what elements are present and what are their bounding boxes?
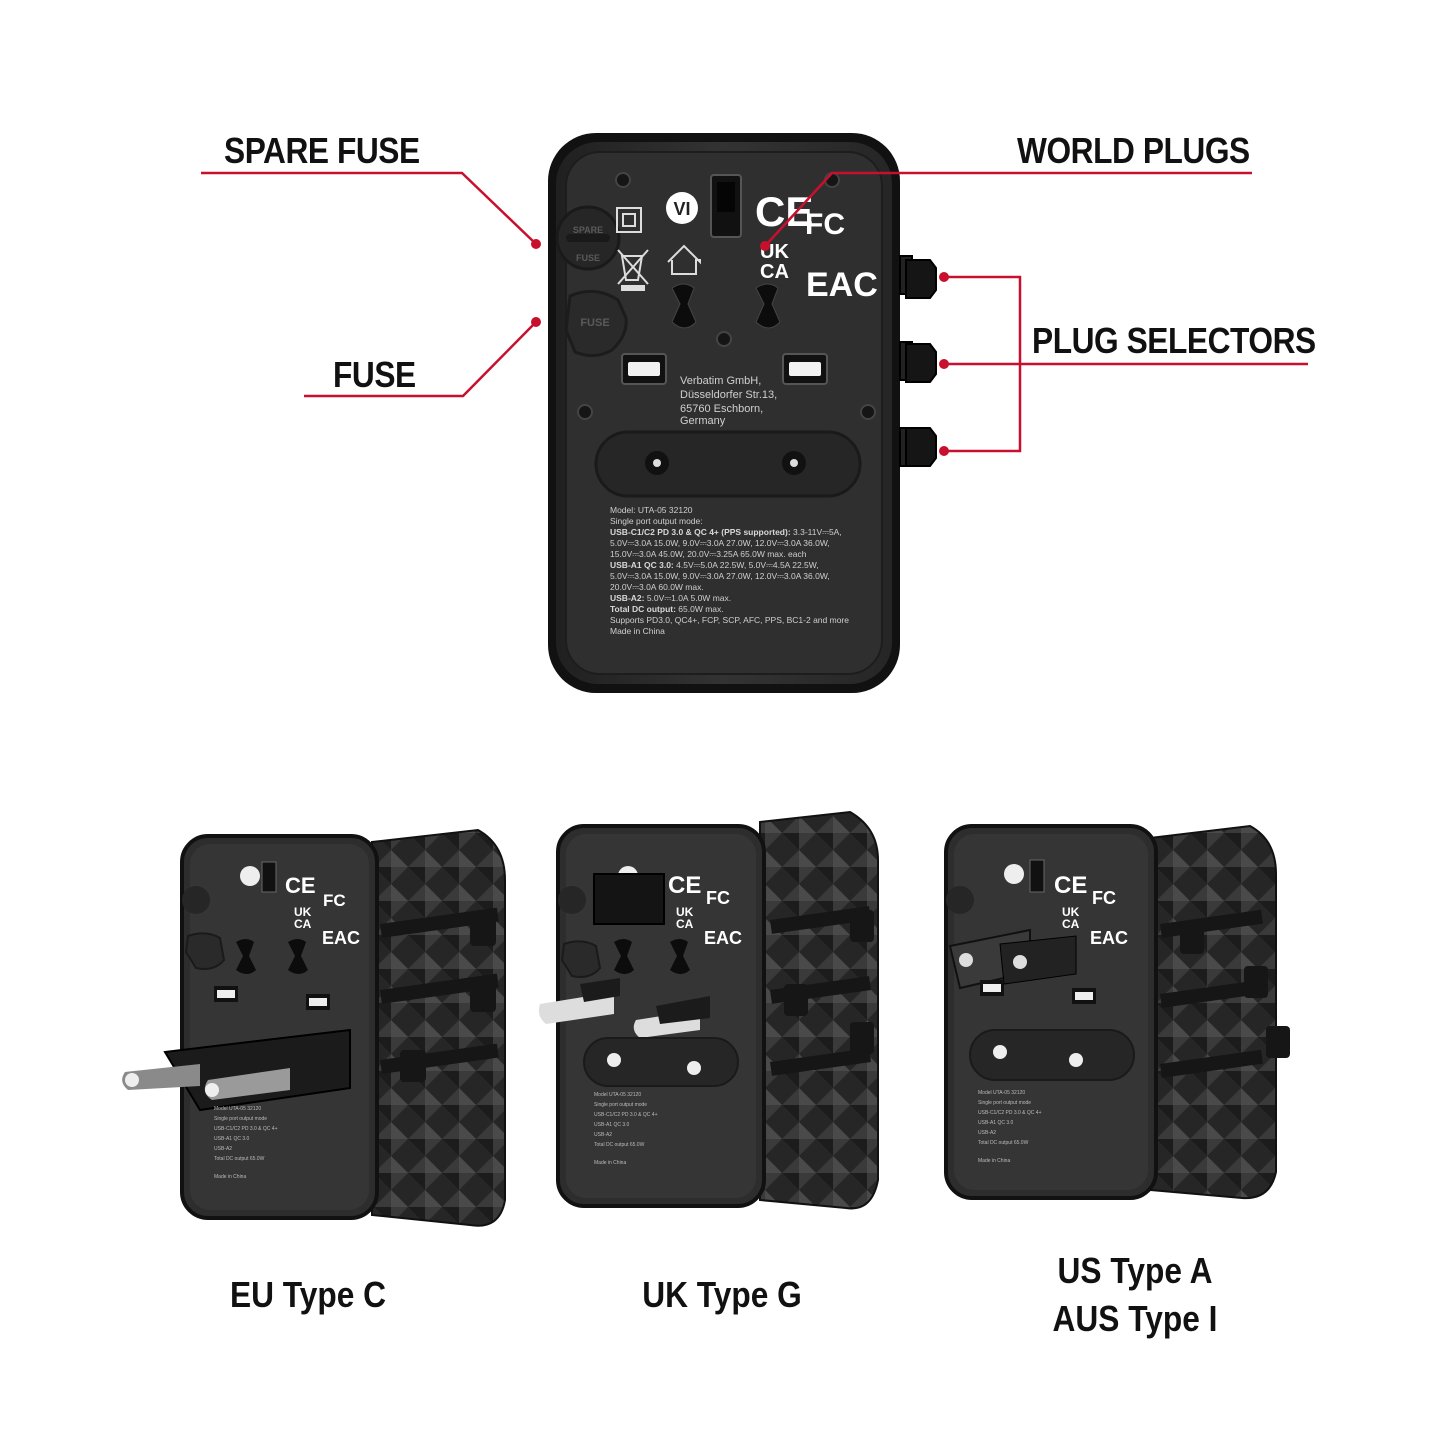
eu-socket-recess — [594, 430, 862, 498]
spec-line: 15.0V⎓3.0A 45.0W, 20.0V⎓3.25A 65.0W max.… — [610, 549, 807, 559]
svg-text:Made in China: Made in China — [978, 1158, 1010, 1164]
spare-fuse-cap — [555, 205, 621, 271]
svg-text:USB-A2: USB-A2 — [594, 1132, 612, 1138]
svg-text:USB-A1 QC 3.0: USB-A1 QC 3.0 — [214, 1136, 250, 1142]
double-insulation-icon — [616, 207, 642, 233]
svg-text:EAC: EAC — [704, 928, 742, 948]
svg-text:CA: CA — [676, 917, 694, 931]
svg-text:Total DC output 65.0W: Total DC output 65.0W — [978, 1140, 1029, 1146]
svg-text:Total DC output 65.0W: Total DC output 65.0W — [594, 1142, 645, 1148]
adapter-eu-type-c: CE FC UK CA EAC Model UTA-05 32120 Singl… — [122, 828, 506, 1227]
adapter-us-type-a-aus-type-i: CE FC UK CA EAC Model UTA-05 32120 Singl… — [944, 824, 1290, 1200]
svg-text:EAC: EAC — [1090, 928, 1128, 948]
svg-text:USB-C1/C2 PD 3.0 & QC 4+: USB-C1/C2 PD 3.0 & QC 4+ — [594, 1112, 658, 1118]
callout-fuse: FUSE — [333, 354, 416, 395]
svg-text:USB-C1/C2 PD 3.0 & QC 4+: USB-C1/C2 PD 3.0 & QC 4+ — [978, 1110, 1042, 1116]
svg-text:FC: FC — [1092, 888, 1116, 908]
svg-text:UK: UK — [1062, 905, 1080, 919]
spec-line: Total DC output: 65.0W max. — [610, 604, 724, 614]
spec-line: 5.0V⎓3.0A 15.0W, 9.0V⎓3.0A 27.0W, 12.0V⎓… — [610, 571, 830, 581]
svg-text:UK: UK — [676, 905, 694, 919]
svg-text:Total DC output 65.0W: Total DC output 65.0W — [214, 1156, 265, 1162]
svg-text:Model UTA-05 32120: Model UTA-05 32120 — [978, 1090, 1025, 1096]
callout-spare-fuse: SPARE FUSE — [224, 130, 420, 171]
svg-text:Model UTA-05 32120: Model UTA-05 32120 — [214, 1106, 261, 1112]
ce-mark: CE — [755, 188, 813, 235]
spec-line: Made in China — [610, 626, 665, 636]
caption-us-type-a: US Type A — [1057, 1250, 1213, 1291]
svg-text:Single port output mode: Single port output mode — [214, 1116, 267, 1122]
weee-bin-icon — [617, 249, 649, 291]
svg-text:CE: CE — [1054, 872, 1087, 899]
plug-selector-sliders — [899, 255, 937, 467]
manufacturer-address: Verbatim GmbH, Düsseldorfer Str.13, 6576… — [680, 375, 780, 427]
svg-text:USB-A1 QC 3.0: USB-A1 QC 3.0 — [594, 1122, 630, 1128]
spec-line: USB-A2: 5.0V⎓1.0A 5.0W max. — [610, 593, 731, 603]
universal-socket-left — [671, 283, 697, 329]
spec-line: 5.0V⎓3.0A 15.0W, 9.0V⎓3.0A 27.0W, 12.0V⎓… — [610, 538, 830, 548]
spec-label: Model: UTA-05 32120 Single port output m… — [610, 505, 849, 636]
spec-line: USB-A1 QC 3.0: 4.5V⎓5.0A 22.5W, 5.0V⎓4.5… — [610, 560, 819, 570]
svg-text:EAC: EAC — [322, 928, 360, 948]
svg-text:Single port output mode: Single port output mode — [594, 1102, 647, 1108]
svg-text:CE: CE — [668, 872, 701, 899]
svg-text:USB-A2: USB-A2 — [978, 1130, 996, 1136]
caption-aus-type-i: AUS Type I — [1052, 1298, 1218, 1339]
svg-text:FC: FC — [323, 891, 346, 910]
eac-mark: EAC — [806, 266, 878, 304]
svg-text:USB-A1 QC 3.0: USB-A1 QC 3.0 — [978, 1120, 1014, 1126]
svg-text:Made in China: Made in China — [214, 1174, 246, 1180]
fuse-cap — [564, 289, 628, 357]
spec-line: Single port output mode: — [610, 516, 703, 526]
svg-text:USB-A2: USB-A2 — [214, 1146, 232, 1152]
caption-eu-type-c: EU Type C — [229, 1274, 387, 1315]
callout-lines — [201, 171, 1308, 453]
svg-text:Made in China: Made in China — [594, 1160, 626, 1166]
svg-text:CA: CA — [294, 917, 312, 931]
callout-plug-selectors: PLUG SELECTORS — [1032, 320, 1316, 361]
svg-text:FC: FC — [706, 888, 730, 908]
spec-line: Supports PD3.0, QC4+, FCP, SCP, AFC, PPS… — [610, 615, 849, 625]
svg-text:CA: CA — [1062, 917, 1080, 931]
indoor-house-icon — [667, 244, 701, 275]
fc-mark: FC — [805, 208, 845, 241]
svg-text:Model UTA-05 32120: Model UTA-05 32120 — [594, 1092, 641, 1098]
callout-dots — [531, 239, 949, 456]
svg-text:CE: CE — [285, 873, 316, 898]
vi-mark-icon — [666, 192, 698, 224]
svg-text:Single port output mode: Single port output mode — [978, 1100, 1031, 1106]
svg-text:USB-C1/C2 PD 3.0 & QC 4+: USB-C1/C2 PD 3.0 & QC 4+ — [214, 1126, 278, 1132]
spec-line: Model: UTA-05 32120 — [610, 505, 693, 515]
universal-socket-right — [755, 283, 781, 329]
spec-line: 20.0V⎓3.0A 60.0W max. — [610, 582, 704, 592]
caption-uk-type-g: UK Type G — [642, 1274, 802, 1315]
adapter-uk-type-g: CE FC UK CA EAC Model UTA-05 32120 Singl… — [538, 810, 879, 1210]
ukca-mark-bottom: CA — [760, 261, 789, 283]
spec-line: USB-C1/C2 PD 3.0 & QC 4+ (PPS supported)… — [610, 527, 842, 537]
callout-world-plugs: WORLD PLUGS — [1017, 130, 1250, 171]
svg-text:UK: UK — [294, 905, 312, 919]
vi-mark-text: VI — [673, 199, 690, 219]
